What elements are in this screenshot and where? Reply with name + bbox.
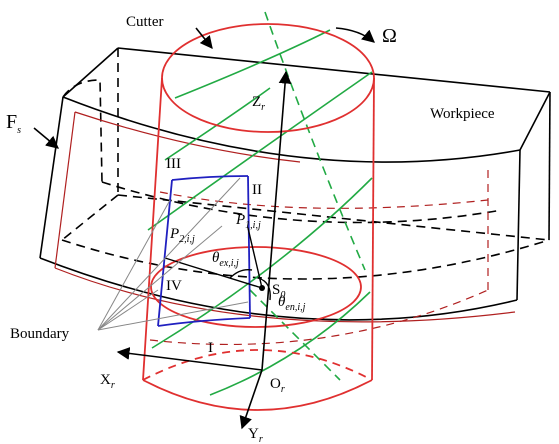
cutter-cylinder <box>142 23 375 411</box>
x-axis <box>116 347 263 371</box>
force-label: Fs <box>6 111 21 136</box>
cutter-bottom-front <box>142 379 373 411</box>
workpiece-body <box>39 47 551 321</box>
p2-label: P2,i,j <box>169 226 195 245</box>
workpiece-top-left-edge <box>62 47 119 98</box>
contact-lines <box>164 227 271 301</box>
workpiece-inner-front-edge <box>101 181 503 224</box>
workpiece-top-back-edge <box>117 47 551 93</box>
y-axis <box>239 369 263 430</box>
theta-en-label: θen,i,j <box>278 294 306 313</box>
line-p2-to-s0 <box>164 257 263 289</box>
z-axis <box>261 70 292 371</box>
boundary-leader-4 <box>97 301 249 331</box>
or-label: Or <box>270 376 285 395</box>
theta-en-arc <box>257 277 271 301</box>
boundary-leader-1 <box>97 177 241 331</box>
workpiece-back-right-edge <box>548 91 551 241</box>
flute-hidden-1 <box>264 11 366 271</box>
workpiece-front-left-edge <box>39 96 64 259</box>
region-II-label: II <box>252 182 262 198</box>
region-top-edge <box>171 175 249 181</box>
workpiece-top-right-edge <box>519 91 551 151</box>
region-IV-label: IV <box>166 278 182 294</box>
flute-5 <box>164 87 271 161</box>
yr-label: Yr <box>248 426 263 444</box>
flute-1 <box>174 29 331 99</box>
cutter-label: Cutter <box>126 14 164 30</box>
region-left-edge <box>157 179 173 327</box>
boundary-leaders <box>97 177 249 331</box>
region-right-edge <box>247 175 251 319</box>
omega-rotation-arrow <box>335 27 375 43</box>
workpiece-front-right-edge <box>516 149 521 301</box>
cut-surface-left-vertical <box>54 111 76 269</box>
workpiece-hidden-left-diag <box>61 194 119 241</box>
boundary-leader-2 <box>97 199 171 331</box>
workpiece-bottom-front-edge <box>39 257 518 321</box>
contact-region <box>157 175 251 327</box>
cut-surface-hidden-bottom <box>149 289 489 346</box>
region-bottom-edge <box>157 317 251 327</box>
workpiece-label: Workpiece <box>430 106 495 122</box>
cutter-left-side <box>142 77 163 381</box>
cutter-right-side <box>371 77 375 381</box>
force-arrow <box>33 127 59 149</box>
workpiece-hidden-left-curve <box>62 79 103 183</box>
workpiece-hidden-back-line <box>117 194 550 241</box>
theta-ex-label: θex,i,j <box>212 250 239 269</box>
omega-label: Ω <box>382 25 397 47</box>
xr-label: Xr <box>100 372 115 391</box>
workpiece-inner-bottom-edge <box>61 239 550 280</box>
cutter-bottom-back <box>142 349 373 381</box>
boundary-leader-3 <box>97 289 159 331</box>
cut-surface-hidden-inner <box>159 191 489 209</box>
s0-point <box>259 285 265 291</box>
helical-flutes <box>147 11 373 396</box>
p1-label: P1,i,j <box>235 212 261 231</box>
region-I-label: I <box>208 340 213 356</box>
zr-label: Zr <box>252 94 265 113</box>
flute-hidden-2 <box>249 289 341 381</box>
cut-surface-bottom <box>54 267 516 323</box>
region-III-label: III <box>166 156 181 172</box>
boundary-label: Boundary <box>10 326 70 342</box>
cutter-mid-ellipse <box>150 246 362 328</box>
flute-4 <box>209 291 371 396</box>
flute-2 <box>147 71 373 231</box>
s0-label: S0 <box>272 282 285 301</box>
cutter-leader-arrow <box>195 27 213 49</box>
cutter-top-ellipse <box>161 23 375 133</box>
coordinate-axes <box>33 27 375 430</box>
workpiece-top-front-edge <box>62 96 521 163</box>
theta-ex-arc <box>229 268 253 279</box>
boundary-leader-5 <box>97 225 223 331</box>
